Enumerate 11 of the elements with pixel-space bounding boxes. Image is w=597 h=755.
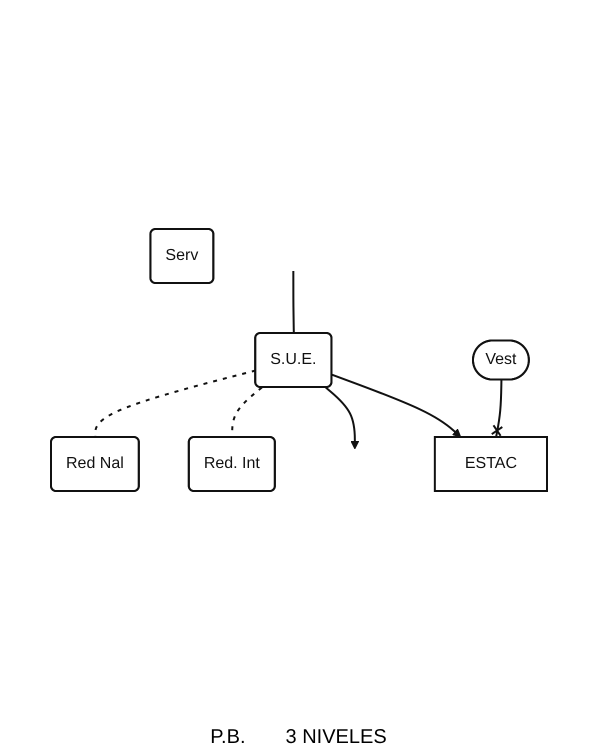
arrow [331, 374, 461, 438]
process-box: Vest [471, 340, 530, 380]
process-box: Serv [148, 228, 214, 284]
process-box: Red. Int [187, 436, 276, 492]
process-box: Red Nal [50, 436, 140, 492]
process-box: ESTAC [433, 436, 548, 492]
note-text: 3 NIVELES [286, 726, 387, 749]
arrow [324, 386, 359, 450]
note-text: P.B. [210, 726, 246, 749]
process-box: S.U.E. [254, 332, 332, 388]
line [292, 271, 294, 334]
